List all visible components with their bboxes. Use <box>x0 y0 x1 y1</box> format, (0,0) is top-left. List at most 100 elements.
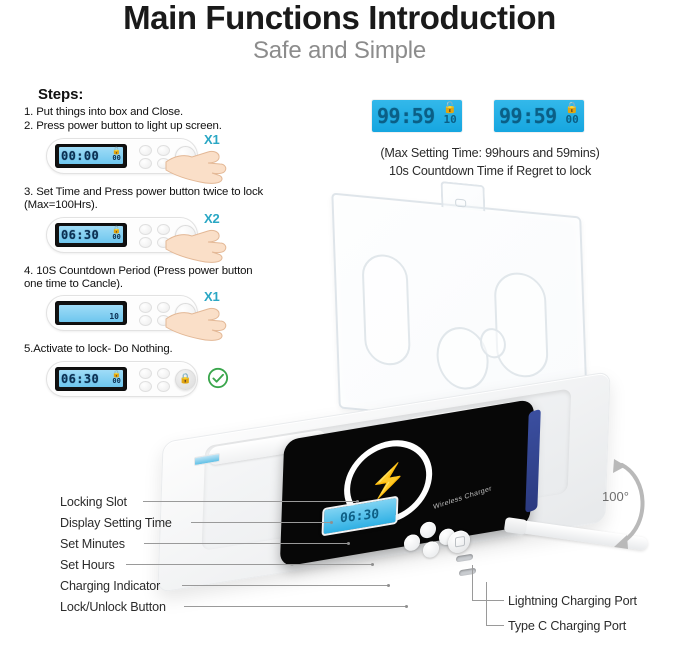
lock-icon: 🔒 <box>112 371 121 379</box>
lock-icon: 🔒 <box>179 373 192 385</box>
setting-buttons <box>139 223 173 248</box>
lcd-time-value: 06:30 <box>61 371 100 386</box>
max-time-value: 99:59 <box>377 104 435 128</box>
max-time-note-line-1: (Max Setting Time: 99hours and 59mins) <box>380 146 600 160</box>
hinge-angle-indicator: 100° <box>600 453 670 553</box>
leader-line <box>486 582 487 625</box>
leader-endpoint <box>405 605 408 608</box>
steps-section: Steps: 1. Put things into box and Close.… <box>24 86 274 409</box>
setting-buttons <box>139 367 173 392</box>
page-subtitle: Safe and Simple <box>252 37 427 64</box>
set-minutes-button <box>157 367 170 379</box>
control-panel: 10 <box>46 295 198 332</box>
device-button-cluster <box>404 512 470 564</box>
leader-line <box>184 606 406 607</box>
step-1-text: 1. Put things into box and Close. <box>24 106 184 118</box>
setting-buttons <box>139 144 173 169</box>
lcd-screen: 06:30 🔒 00 <box>55 366 127 391</box>
product-photo: ⚡ Wireless Charger 06:30 <box>157 181 679 605</box>
lightning-bolt-icon: ⚡ <box>368 461 408 502</box>
set-hours-button <box>139 302 152 314</box>
lcd-screen: 10 <box>55 301 127 326</box>
green-check-icon <box>207 367 229 388</box>
callout-set-minutes: Set Minutes <box>60 537 125 551</box>
lightning-charging-port <box>456 553 473 563</box>
callout-lightning-charging-port: Lightning Charging Port <box>508 594 637 608</box>
press-count-badge: X1 <box>204 289 220 305</box>
set-minutes-button <box>157 144 170 156</box>
step-4-text: 4. 10S Countdown Period (Press power but… <box>24 264 253 291</box>
leader-endpoint <box>387 584 390 587</box>
step-5-illustration: 06:30 🔒 00 🔒 <box>24 359 274 405</box>
set-minutes-down-button <box>157 380 170 392</box>
max-time-note-line-2: 10s Countdown Time if Regret to lock <box>388 164 592 178</box>
set-hours-button <box>139 367 152 379</box>
callout-lock-unlock-button: Lock/Unlock Button <box>60 600 166 614</box>
set-hours-down-button <box>139 157 152 169</box>
lcd-seconds-value: 00 <box>112 233 121 242</box>
leader-line <box>472 600 504 601</box>
step-4-illustration: 10 X1 <box>24 289 274 342</box>
callout-charging-indicator: Charging Indicator <box>60 579 161 593</box>
power-button: 🔒 <box>175 368 196 390</box>
callout-display-setting-time: Display Setting Time <box>60 516 172 530</box>
leader-line <box>182 585 388 586</box>
max-time-display-unlocked: 99:59 🔓 10 <box>372 100 462 132</box>
leader-line <box>126 564 372 565</box>
set-hours-down-button <box>139 380 152 392</box>
hand-press-icon <box>165 229 227 263</box>
leader-line <box>472 565 473 600</box>
set-hours-down-button <box>139 315 152 327</box>
leader-line <box>144 543 348 544</box>
angle-label: 100° <box>602 489 629 504</box>
press-count-badge: X1 <box>204 131 220 147</box>
set-hours-button <box>139 223 152 235</box>
step-3-text: 3. Set Time and Press power button twice… <box>24 185 264 212</box>
control-panel: 06:30 🔒 00 🔒 <box>46 360 198 397</box>
leader-line <box>143 501 357 502</box>
set-hours-down-button <box>139 236 152 248</box>
unlock-icon: 🔓 <box>112 148 121 156</box>
set-minutes-button <box>420 520 436 540</box>
step-2-text: 2. Press power button to light up screen… <box>24 120 222 133</box>
set-hours-down-button <box>423 540 439 559</box>
lcd-countdown-value: 10 <box>109 311 119 321</box>
steps-heading: Steps: <box>38 86 84 103</box>
lid-locking-tab <box>440 181 486 212</box>
leader-line <box>191 522 331 523</box>
callout-locking-slot: Locking Slot <box>60 495 127 509</box>
lcd-seconds-value: 00 <box>112 154 121 163</box>
set-minutes-button <box>157 302 170 314</box>
unlock-icon: 🔓 <box>443 102 457 114</box>
callout-set-hours: Set Hours <box>60 558 115 572</box>
step-2-illustration: 00:00 🔓 00 X1 <box>24 132 274 184</box>
phone-brand-label: Wireless Charger <box>432 485 493 512</box>
page-title: Main Functions Introduction <box>123 0 556 36</box>
hand-press-icon <box>165 308 227 342</box>
unlock-icon: 🔓 <box>112 227 121 235</box>
lid-cutout <box>361 252 412 368</box>
leader-endpoint <box>371 563 374 566</box>
lcd-screen: 06:30 🔓 00 <box>55 222 127 247</box>
lcd-time-value: 00:00 <box>61 148 100 163</box>
press-count-badge: X2 <box>204 210 220 226</box>
set-hours-button <box>404 533 420 553</box>
set-minutes-button <box>157 223 170 235</box>
setting-buttons <box>139 302 173 327</box>
cable-plug <box>503 516 528 535</box>
leader-line <box>486 625 504 626</box>
callout-type-c-charging-port: Type C Charging Port <box>508 619 627 633</box>
hand-press-icon <box>165 150 227 184</box>
set-hours-button <box>139 144 152 156</box>
countdown-value: 10 <box>443 113 457 126</box>
leader-endpoint <box>347 542 350 545</box>
leader-endpoint <box>330 521 333 524</box>
countdown-value: 00 <box>565 113 579 126</box>
lid-cutout <box>493 270 549 380</box>
lcd-screen: 00:00 🔓 00 <box>55 143 127 168</box>
lock-icon: 🔒 <box>565 102 579 114</box>
step-5-text: 5.Activate to lock- Do Nothing. <box>24 343 173 356</box>
lcd-time-value: 06:30 <box>61 227 100 242</box>
step-3-illustration: 06:30 🔓 00 X2 <box>24 211 274 263</box>
lcd-seconds-value: 00 <box>112 377 121 386</box>
